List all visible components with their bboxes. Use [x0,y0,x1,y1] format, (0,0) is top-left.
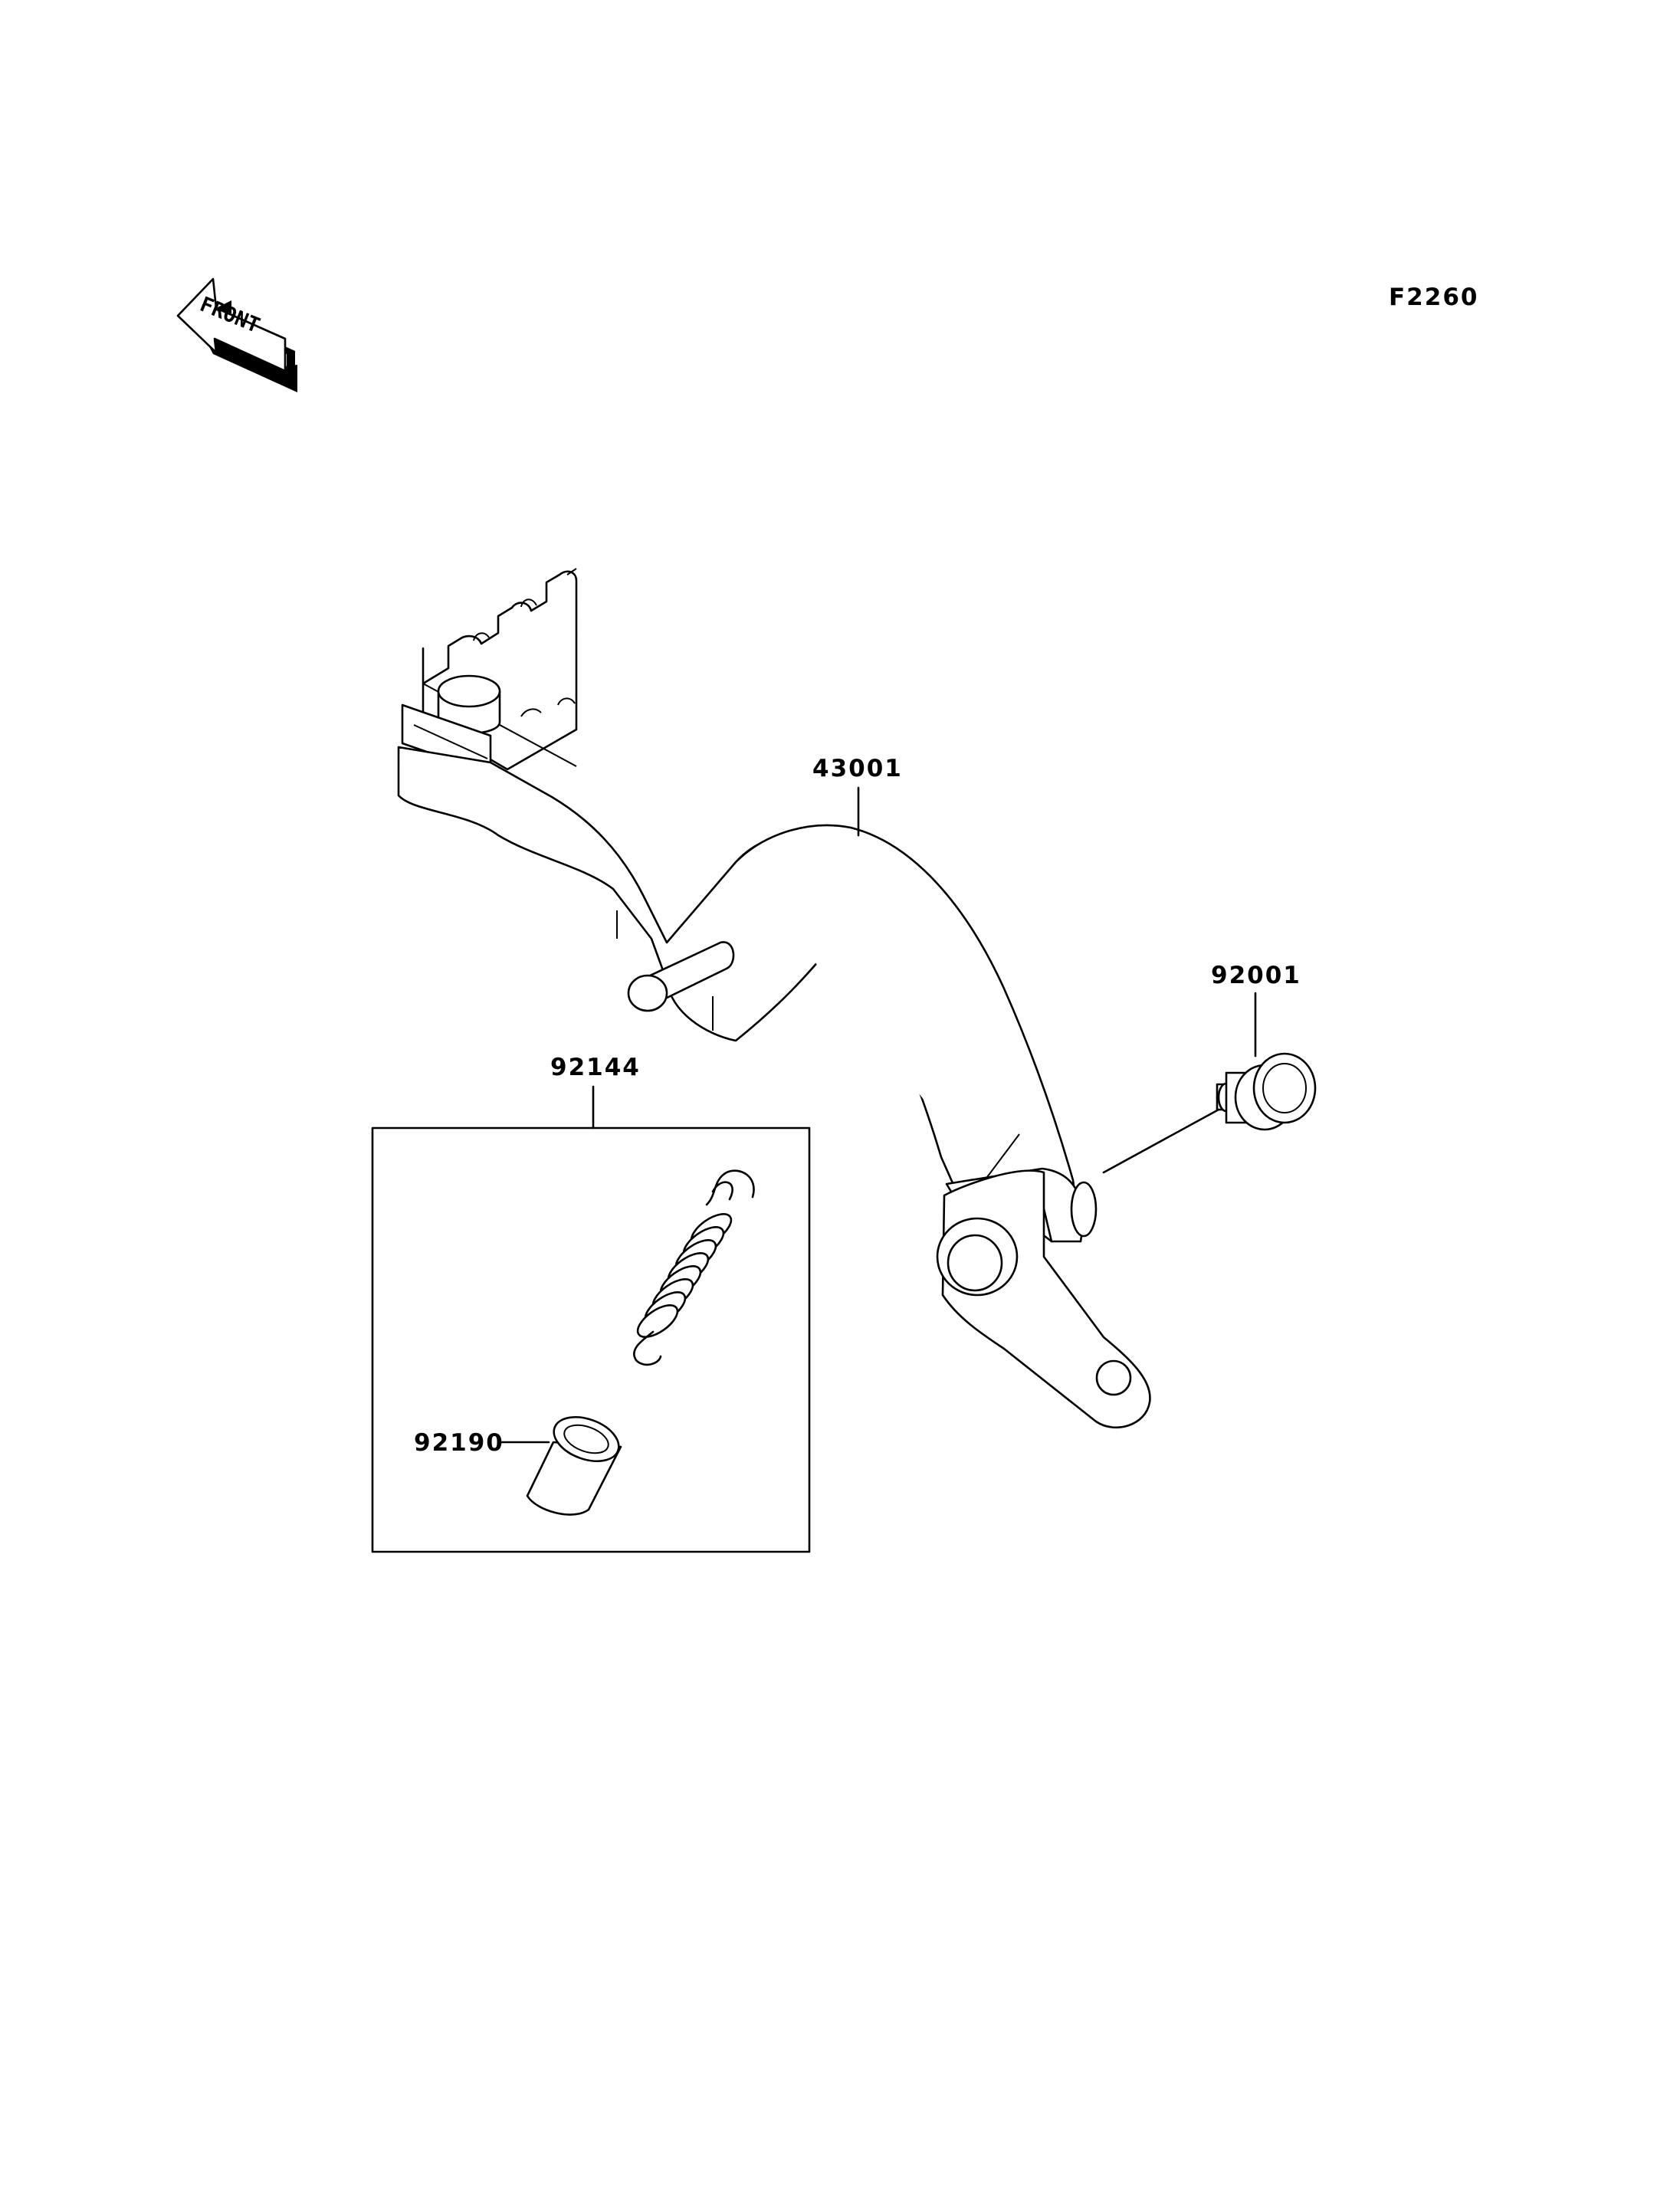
brake-pedal-part [397,568,1151,1428]
callout-brake-pedal: 43001 [812,755,903,837]
callout-label-92190: 92190 [414,1429,504,1457]
callout-label-92001: 92001 [1211,962,1301,989]
front-arrow-icon: FRONT [176,277,297,392]
sleeve-part [526,1416,622,1516]
callout-bolt: 92001 [1211,962,1301,1058]
callout-label-92144: 92144 [550,1054,641,1081]
figure-code: F2260 [1389,284,1478,311]
spring-part [633,1169,755,1366]
kit-box [371,1126,811,1553]
callout-kit: 92144 [550,1054,641,1130]
callout-label-43001: 43001 [812,755,903,782]
bolt-part [1102,1052,1317,1174]
callout-sleeve: 92190 [414,1429,550,1457]
